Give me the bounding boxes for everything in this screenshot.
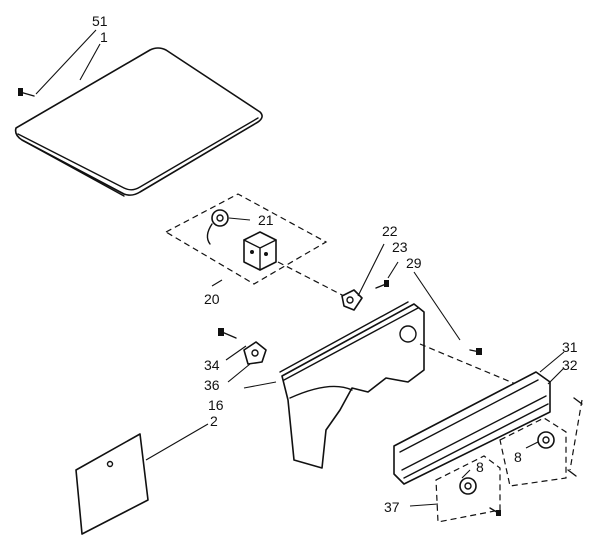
label-21: 21 — [258, 212, 274, 228]
leader-1 — [79, 43, 101, 81]
timer-to-bracket-line — [277, 261, 345, 297]
screw-23 — [375, 280, 389, 289]
label-8-left: 8 — [476, 459, 484, 475]
screw-29 — [469, 348, 482, 355]
label-1: 1 — [100, 29, 108, 45]
knob-36 — [243, 341, 267, 365]
label-31: 31 — [562, 339, 578, 355]
label-32: 32 — [562, 357, 578, 373]
label-29: 29 — [406, 255, 422, 271]
leader-31 — [539, 351, 565, 373]
timer-motor — [206, 209, 229, 245]
label-22: 22 — [382, 223, 398, 239]
screw-34 — [218, 328, 237, 339]
leader-51 — [35, 29, 97, 95]
leader-16 — [243, 381, 277, 389]
leader-8-left — [461, 469, 471, 479]
leader-32 — [547, 367, 565, 385]
top-panel — [14, 47, 263, 197]
screw-right — [567, 397, 583, 477]
timer-assembly-box — [164, 193, 328, 285]
label-16: 16 — [208, 397, 224, 413]
screw-37 — [489, 507, 501, 516]
label-8-right: 8 — [514, 449, 522, 465]
knob-group-left — [435, 455, 501, 523]
screw-path-right — [569, 399, 583, 471]
knob-8-right — [537, 431, 555, 449]
leader-37 — [409, 503, 439, 507]
leader-8-right — [525, 441, 539, 449]
label-36: 36 — [204, 377, 220, 393]
control-panel-31 — [393, 371, 551, 485]
label-34: 34 — [204, 357, 220, 373]
label-23: 23 — [392, 239, 408, 255]
bracket-22 — [341, 289, 363, 311]
leader-22 — [357, 243, 385, 297]
leader-20 — [211, 279, 223, 287]
leader-2 — [145, 423, 209, 461]
label-51: 51 — [92, 13, 108, 29]
label-2: 2 — [210, 413, 218, 429]
screw-51 — [18, 88, 35, 97]
leader-21 — [228, 217, 251, 221]
leader-34 — [225, 345, 247, 361]
label-20: 20 — [204, 291, 220, 307]
timer-unit — [243, 231, 277, 271]
console-panel — [279, 301, 425, 469]
leader-36 — [227, 363, 251, 383]
leader-29 — [413, 271, 461, 341]
knob-8-left — [459, 477, 477, 495]
access-panel — [75, 433, 149, 535]
knob-group-right — [499, 417, 567, 487]
label-37: 37 — [384, 499, 400, 515]
leader-23 — [387, 261, 399, 279]
